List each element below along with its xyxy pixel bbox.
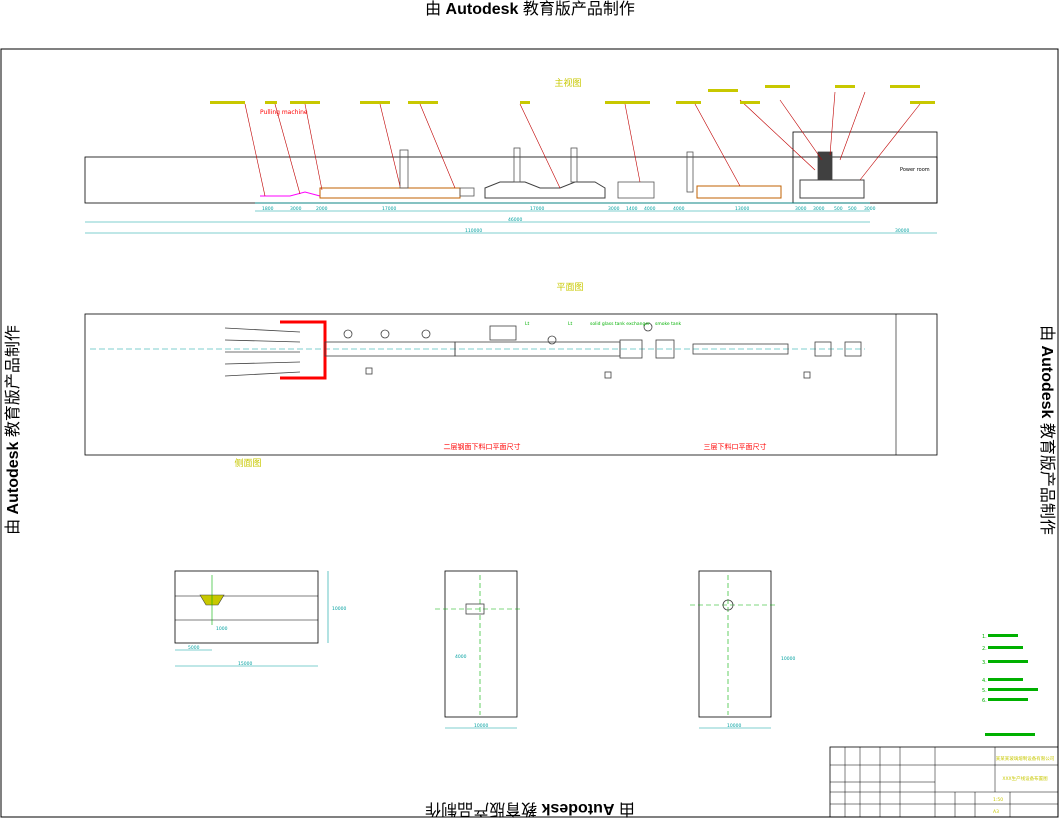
power-room-label: Power room — [900, 167, 930, 173]
front-view-title: 主视图 — [554, 77, 581, 89]
forming-heads — [224, 327, 301, 377]
technical-notes: 1. 2. 3. 4. 5. 6. — [982, 634, 1038, 736]
section-b-opening — [465, 603, 485, 615]
furnace-stack-1 — [513, 147, 521, 183]
section-c-title: 三层下料口平面尺寸 — [704, 442, 767, 451]
plan-equipment — [324, 322, 862, 379]
plan-label: solid glass tank exchanger — [590, 321, 650, 327]
front-dim: 17000 — [382, 206, 396, 212]
front-dim: 500 — [834, 206, 843, 212]
section-c-dim: 10000 — [781, 656, 795, 662]
pulling-machine — [260, 191, 321, 197]
watermark-prefix: 由 — [425, 1, 442, 18]
side-dim: 5000 — [188, 645, 200, 651]
note-line: 5. — [982, 688, 987, 694]
watermark-top: 由 Autodesk 教育版产品制作 — [0, 2, 1060, 18]
front-dim: 1800 — [262, 206, 274, 212]
front-dim: 3000 — [795, 206, 807, 212]
side-dim-texts: 5000 15000 10000 1000 — [188, 606, 346, 667]
heat-exchanger — [617, 181, 655, 199]
watermark-brand: Autodesk — [445, 1, 519, 18]
plan-label: Lt — [525, 321, 530, 327]
glass-furnace — [484, 181, 606, 199]
section-c-outline — [698, 570, 772, 718]
section-b-title: 二层钢面下料口平面尺寸 — [444, 442, 521, 451]
lehr-section-1 — [319, 187, 461, 199]
front-dim: 2000 — [316, 206, 328, 212]
plan-view: 平面图 — [84, 282, 938, 456]
pulling-machine-label: Pulling machine — [260, 109, 308, 116]
front-dim: 4000 — [673, 206, 685, 212]
forming-zone-frame — [280, 320, 327, 380]
furnace-stack-2 — [570, 147, 578, 183]
front-dim: 13000 — [735, 206, 749, 212]
front-callout-labels — [210, 85, 935, 104]
plan-label: Lt — [568, 321, 573, 327]
section-b-view: 二层钢面下料口平面尺寸 10000 4000 — [435, 442, 521, 729]
front-dim-total: 110000 — [465, 228, 482, 234]
title-block-scale: 1:50 — [993, 797, 1003, 803]
front-dim: 500 — [848, 206, 857, 212]
watermark-suffix: 教育版产品制作 — [522, 1, 635, 18]
note-line: 6. — [982, 698, 987, 704]
section-b-dim: 4000 — [455, 654, 467, 660]
section-c-opening — [722, 599, 734, 611]
note-line: 4. — [982, 678, 987, 684]
plan-labels: Lt Lt solid glass tank exchanger smoke t… — [525, 321, 681, 327]
batch-silo — [817, 151, 833, 181]
plan-view-outline — [84, 313, 938, 456]
batch-plant — [799, 179, 865, 199]
front-dim: 17000 — [530, 206, 544, 212]
section-b-outline — [444, 570, 518, 718]
note-line: 2. — [982, 646, 987, 652]
front-view: 主视图 Pulling machine Power room — [84, 77, 938, 234]
front-dim: 3000 — [608, 206, 620, 212]
chimney-2 — [686, 151, 694, 193]
front-dim: 3000 — [813, 206, 825, 212]
lehr-section-2 — [696, 185, 782, 199]
plan-label: smoke tank — [655, 321, 681, 327]
front-dim-sub: 46000 — [508, 217, 522, 223]
side-view-title: 侧面图 — [234, 457, 261, 469]
note-line: 1. — [982, 634, 987, 640]
sheet-frame — [0, 48, 1059, 818]
section-b-dim: 10000 — [474, 723, 488, 729]
front-leader-lines — [244, 91, 921, 197]
title-block-drawing-name: XXX生产线设备布置图 — [1002, 775, 1048, 782]
chimney-1 — [399, 149, 409, 189]
front-dim: 1400 — [626, 206, 638, 212]
front-dim: 3000 — [864, 206, 876, 212]
side-dim: 15000 — [238, 661, 252, 667]
plan-view-title: 平面图 — [556, 282, 583, 293]
section-c-dim: 10000 — [727, 723, 741, 729]
title-block: 某某某玻璃熔制设备有限公司 XXX生产线设备布置图 1:50 A3 — [829, 746, 1059, 818]
front-dim-texts: 1800 3000 2000 17000 17000 3000 1400 400… — [262, 206, 909, 234]
section-c-view: 三层下料口平面尺寸 10000 10000 — [690, 442, 795, 729]
side-dim: 10000 — [332, 606, 346, 612]
front-dim: 3000 — [290, 206, 302, 212]
side-view: 侧面图 5000 15000 10000 1000 — [174, 457, 346, 667]
front-dim-right: 30000 — [895, 228, 909, 234]
side-dim: 1000 — [216, 626, 228, 632]
title-block-project: 某某某玻璃熔制设备有限公司 — [996, 755, 1055, 762]
connector-1 — [459, 187, 475, 197]
note-line: 3. — [982, 660, 987, 666]
side-dimension-lines — [175, 571, 329, 667]
title-block-sheet: A3 — [993, 809, 999, 815]
front-dim: 4000 — [644, 206, 656, 212]
side-view-outline — [174, 570, 319, 644]
front-dimension-lines — [85, 210, 937, 234]
